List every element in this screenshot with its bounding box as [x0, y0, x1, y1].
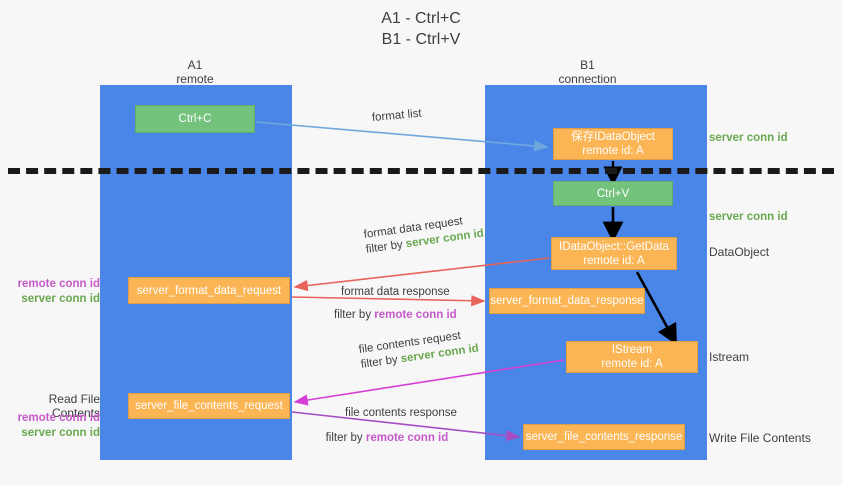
annotation-conn-ids-upper: remote conn id server conn id: [8, 277, 100, 307]
column-header-b1-name: B1: [580, 58, 595, 72]
annotation-conn-ids-lower: remote conn id server conn id: [8, 411, 100, 441]
node-idataobject-getdata-sub: remote id: A: [583, 254, 645, 267]
node-istream-label: IStream: [611, 344, 653, 356]
column-header-b1-role: connection: [558, 72, 617, 86]
annotation-server-conn-id-top: server conn id: [709, 132, 788, 144]
edge-label-file-contents-response: file contents response filter by remote …: [326, 406, 457, 446]
filter-prefix: filter by: [360, 353, 402, 371]
node-server-format-data-request-label: server_format_data_request: [136, 284, 282, 297]
node-save-idataobject[interactable]: 保存IDataObject remote id: A: [553, 128, 673, 160]
node-server-format-data-response[interactable]: server_format_data_response: [489, 288, 645, 314]
page-title: A1 - Ctrl+C B1 - Ctrl+V: [381, 10, 461, 48]
annotation-read-file-contents: Read File Contents: [48, 392, 100, 420]
column-header-a1-name: A1: [187, 58, 203, 72]
annotation-remote-conn-id-b: remote conn id: [17, 412, 100, 424]
annotation-server-conn-id-mid: server conn id: [709, 211, 788, 223]
node-save-idataobject-label: 保存IDataObject: [571, 131, 655, 143]
node-server-file-contents-response[interactable]: server_file_contents_response: [523, 424, 685, 450]
edge-label-file-contents-response-filter: filter by remote conn id: [317, 431, 457, 446]
annotation-write-file-contents: Write File Contents: [709, 431, 811, 445]
filter-prefix: filter by: [365, 238, 407, 256]
node-save-idataobject-sub: remote id: A: [582, 145, 644, 157]
edge-label-file-contents-response-main: file contents response: [345, 407, 457, 419]
node-idataobject-getdata-label: IDataObject::GetData: [559, 240, 669, 253]
node-server-format-data-request[interactable]: server_format_data_request: [128, 277, 290, 304]
node-ctrl-c-label: Ctrl+C: [178, 113, 212, 125]
annotation-remote-conn-id-a: remote conn id: [17, 278, 100, 290]
annotation-server-conn-id-b: server conn id: [21, 427, 100, 439]
filter-value-remote-conn-id: remote conn id: [374, 309, 457, 321]
node-server-file-contents-response-label: server_file_contents_response: [525, 431, 683, 443]
edge-label-format-data-response-main: format data response: [341, 286, 450, 298]
edge-label-format-data-request: format data request filter by server con…: [363, 212, 485, 258]
edge-label-format-data-response: format data response filter by remote co…: [334, 285, 457, 323]
edge-label-format-data-response-filter: filter by remote conn id: [334, 308, 457, 323]
filter-prefix: filter by: [325, 432, 366, 444]
annotation-server-conn-id-a: server conn id: [21, 293, 100, 305]
filter-value-remote-conn-id: remote conn id: [365, 432, 449, 444]
annotation-dataobject: DataObject: [709, 245, 770, 259]
node-ctrl-v-label: Ctrl+V: [596, 187, 630, 200]
column-header-b1: B1 connection: [530, 58, 645, 86]
annotation-istream: Istream: [709, 350, 750, 364]
edge-label-format-list: format list: [371, 107, 423, 124]
edge-label-file-contents-request: file contents request filter by server c…: [358, 327, 480, 373]
node-ctrl-c[interactable]: Ctrl+C: [135, 105, 255, 133]
node-server-file-contents-request[interactable]: server_file_contents_request: [128, 393, 290, 419]
dashed-divider: [8, 168, 834, 174]
node-ctrl-v[interactable]: Ctrl+V: [553, 181, 673, 206]
filter-prefix: filter by: [334, 309, 375, 321]
node-istream[interactable]: IStream remote id: A: [566, 341, 698, 373]
column-header-a1-role: remote: [176, 72, 214, 86]
node-server-format-data-response-label: server_format_data_response: [490, 295, 644, 307]
node-idataobject-getdata[interactable]: IDataObject::GetData remote id: A: [551, 237, 677, 270]
node-server-file-contents-request-label: server_file_contents_request: [135, 400, 283, 412]
node-istream-sub: remote id: A: [601, 358, 663, 370]
column-header-a1: A1 remote: [140, 58, 250, 86]
